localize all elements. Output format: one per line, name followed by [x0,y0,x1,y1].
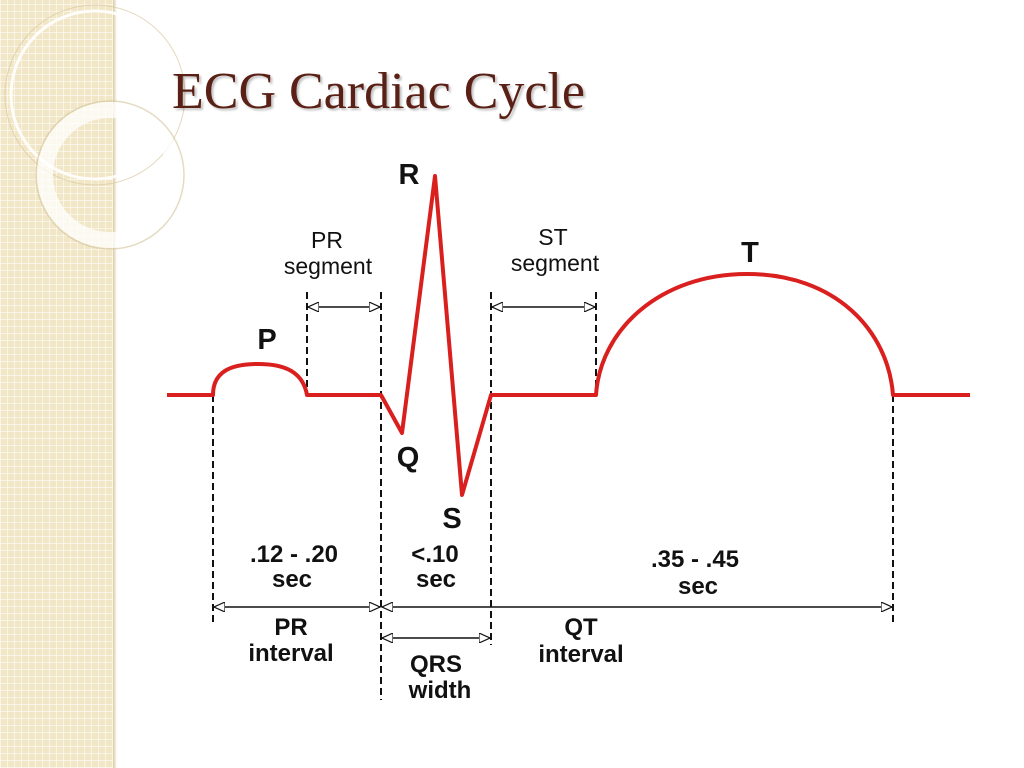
qt-interval-label-2: interval [538,641,623,668]
qrs-duration-unit: sec [416,566,456,593]
qrs-duration-value: <.10 [411,541,458,568]
pr-interval-label-1: PR [274,614,307,641]
reference-lines [212,292,894,700]
qt-interval-label-1: QT [564,614,598,641]
qrs-width-label-1: QRS [410,651,462,678]
qt-duration-unit: sec [678,573,718,600]
decorative-rings [4,4,186,250]
qrs-width-label-2: width [408,677,472,704]
slide-title: ECG Cardiac Cycle [172,63,585,120]
pr-duration-unit: sec [272,566,312,593]
ecg-trace [167,174,970,497]
st-segment-label-1: ST [538,224,567,250]
wave-label-q: Q [397,442,420,474]
wave-label-r: R [399,159,420,191]
pr-segment-label-2: segment [284,253,373,279]
qt-duration-value: .35 - .45 [651,546,739,573]
wave-label-s: S [442,503,461,535]
sidebar-edge [113,0,117,768]
pr-duration-value: .12 - .20 [250,541,338,568]
st-segment-label-2: segment [511,250,600,276]
wave-label-t: T [741,237,759,269]
pr-interval-label-2: interval [248,640,333,667]
measurement-arrows [214,307,892,638]
wave-label-p: P [257,324,276,356]
pr-segment-label-1: PR [311,227,343,253]
